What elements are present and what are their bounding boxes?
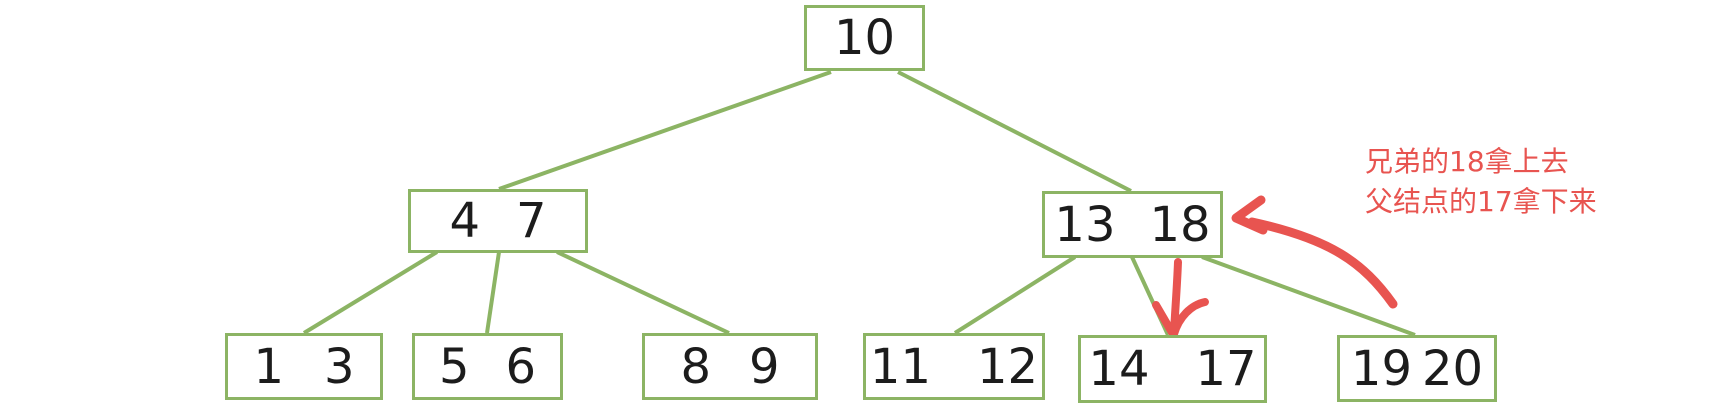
curved-arrow-head <box>1231 195 1268 235</box>
tree-edge-root-n1318 <box>897 70 1132 193</box>
red-curved-arrow-icon <box>1231 195 1398 309</box>
annotation-line-2: 父结点的17拿下来 <box>1365 185 1597 218</box>
tree-edge-n1318-n1920 <box>1201 255 1416 337</box>
curved-arrow-shaft <box>1247 217 1398 309</box>
tree-edges <box>302 70 1416 337</box>
tree-edge-n47-n56 <box>485 251 501 334</box>
red-down-arrow-icon <box>1152 258 1209 338</box>
down-arrow-right-wing <box>1170 298 1209 338</box>
tree-edge-n1318-n1112 <box>953 255 1077 335</box>
tree-edge-n47-n13 <box>302 250 439 335</box>
tree-edge-root-n47 <box>498 70 832 191</box>
tree-edge-n47-n89 <box>556 250 730 335</box>
annotation-text: 兄弟的18拿上去 父结点的17拿下来 <box>1365 142 1597 222</box>
annotation-line-1: 兄弟的18拿上去 <box>1365 145 1569 178</box>
